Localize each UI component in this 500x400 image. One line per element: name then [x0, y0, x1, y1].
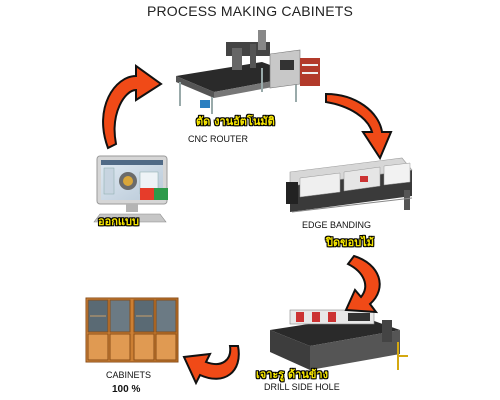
arrow-to-cabinets [182, 345, 240, 386]
cabinets-image [85, 297, 179, 363]
cabinets-percent-label: 100 % [112, 384, 141, 395]
drill-side-hole-machine-image [270, 309, 408, 370]
cabinets-label: CABINETS [106, 370, 152, 380]
cnc-router-machine-image [176, 30, 320, 114]
arrow-to-edge-banding [325, 92, 393, 161]
arrow-to-drill [344, 254, 381, 314]
drill-thai-label: เจาะรู ด้านข้าง [256, 368, 328, 381]
edge-banding-label: EDGE BANDING [302, 220, 372, 230]
cnc-router-label: CNC ROUTER [188, 134, 248, 144]
arrow-to-cnc [102, 64, 163, 150]
edge-banding-thai-label: ปิดขอบไม้ [326, 236, 375, 249]
design-computer-image [93, 155, 168, 223]
edge-banding-machine-image [286, 157, 413, 213]
drill-side-hole-label: DRILL SIDE HOLE [264, 382, 340, 392]
design-thai-label: ออกแบบ [98, 215, 139, 228]
diagram-title: PROCESS MAKING CABINETS [146, 3, 354, 19]
cnc-thai-label: ตัด งานอัตโนมัติ [196, 115, 275, 128]
